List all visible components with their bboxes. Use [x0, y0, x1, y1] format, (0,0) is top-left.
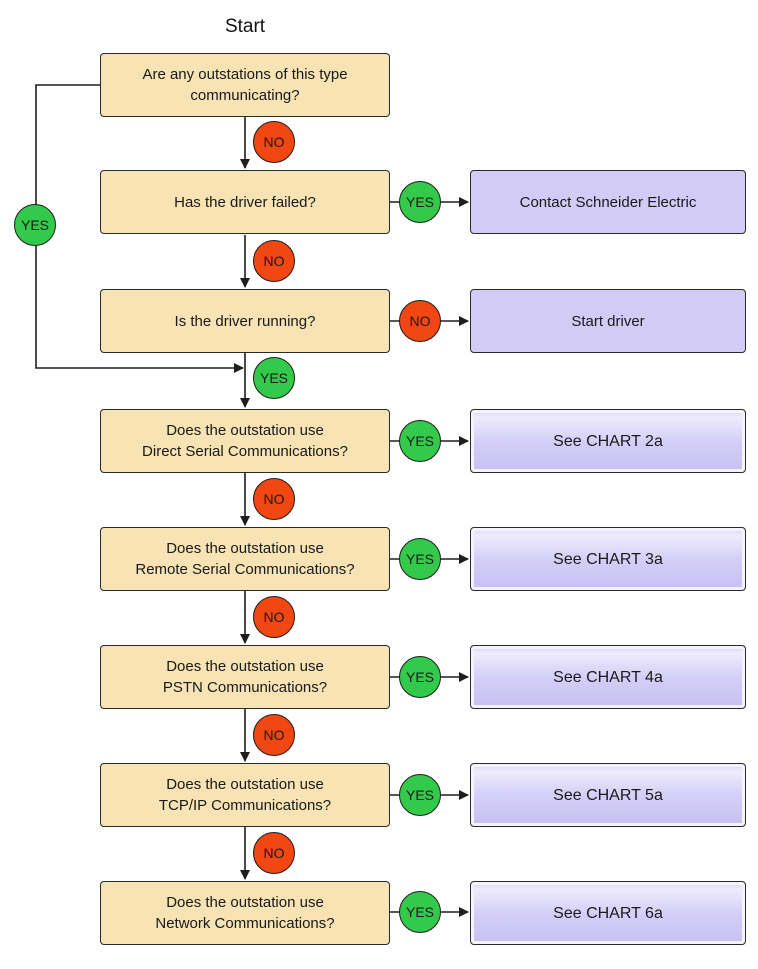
question-line2: communicating?: [190, 87, 300, 104]
no-badge: NO: [253, 832, 295, 874]
action-box-chart-3a: See CHART 3a: [470, 527, 746, 591]
action-box-start-driver: Start driver: [470, 289, 746, 353]
question-line2: Remote Serial Communications?: [135, 561, 355, 578]
question-line1: Does the outstation use: [166, 422, 324, 439]
action-label: See CHART 2a: [553, 432, 663, 450]
yes-badge: YES: [399, 181, 441, 223]
action-label: See CHART 4a: [553, 668, 663, 686]
action-box-chart-4a: See CHART 4a: [470, 645, 746, 709]
question-box-5: Does the outstation use Remote Serial Co…: [100, 527, 390, 591]
question-box-3: Is the driver running?: [100, 289, 390, 353]
question-box-1: Are any outstations of this type communi…: [100, 53, 390, 117]
no-badge: NO: [253, 714, 295, 756]
action-label: See CHART 5a: [553, 786, 663, 804]
start-title: Start: [224, 16, 266, 37]
question-box-4: Does the outstation use Direct Serial Co…: [100, 409, 390, 473]
yes-badge: YES: [399, 891, 441, 933]
question-line2: PSTN Communications?: [162, 679, 328, 696]
question-line1: Are any outstations of this type: [142, 66, 348, 83]
no-badge: NO: [253, 121, 295, 163]
action-box-chart-2a: See CHART 2a: [470, 409, 746, 473]
question-box-8: Does the outstation use Network Communic…: [100, 881, 390, 945]
question-line1: Has the driver failed?: [174, 193, 316, 211]
action-box-chart-6a: See CHART 6a: [470, 881, 746, 945]
no-badge: NO: [399, 300, 441, 342]
question-line1: Is the driver running?: [174, 312, 316, 330]
action-label: Contact Schneider Electric: [519, 193, 697, 211]
action-label: Start driver: [571, 312, 645, 330]
yes-badge: YES: [253, 357, 295, 399]
yes-badge: YES: [14, 204, 56, 246]
action-box-chart-5a: See CHART 5a: [470, 763, 746, 827]
action-box-contact: Contact Schneider Electric: [470, 170, 746, 234]
no-badge: NO: [253, 596, 295, 638]
question-line2: TCP/IP Communications?: [158, 797, 332, 814]
question-line1: Does the outstation use: [166, 776, 324, 793]
question-line2: Direct Serial Communications?: [142, 443, 348, 460]
question-line1: Does the outstation use: [166, 894, 324, 911]
no-badge: NO: [253, 478, 295, 520]
question-box-7: Does the outstation use TCP/IP Communica…: [100, 763, 390, 827]
question-line2: Network Communications?: [155, 915, 335, 932]
yes-badge: YES: [399, 656, 441, 698]
question-box-6: Does the outstation use PSTN Communicati…: [100, 645, 390, 709]
yes-badge: YES: [399, 538, 441, 580]
action-label: See CHART 6a: [553, 904, 663, 922]
no-badge: NO: [253, 240, 295, 282]
question-box-2: Has the driver failed?: [100, 170, 390, 234]
yes-badge: YES: [399, 420, 441, 462]
action-label: See CHART 3a: [553, 550, 663, 568]
yes-badge: YES: [399, 774, 441, 816]
question-line1: Does the outstation use: [166, 540, 324, 557]
question-line1: Does the outstation use: [166, 658, 324, 675]
